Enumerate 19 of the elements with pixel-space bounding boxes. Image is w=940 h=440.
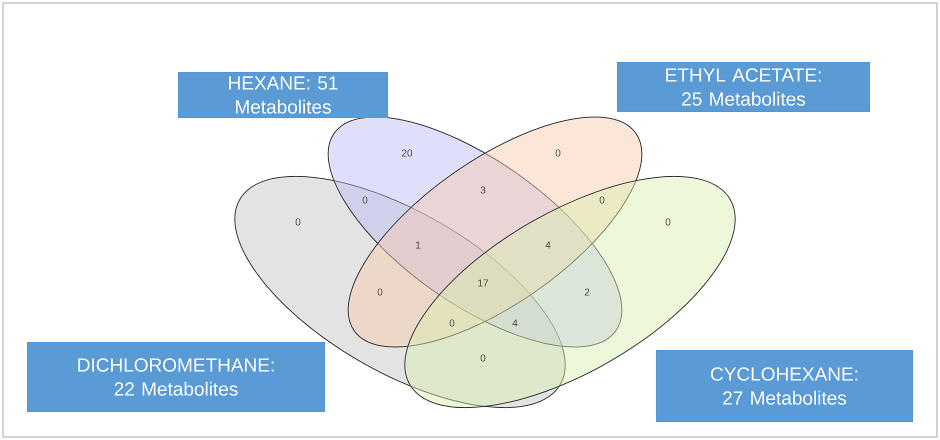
region-count: 4 [545, 242, 550, 248]
region-count: 0 [556, 149, 560, 157]
region-count: 0 [362, 196, 368, 204]
region-count: 3 [480, 186, 486, 194]
label-box: DICHLOROMETHANE: 22 Metabolites [27, 342, 325, 412]
region-count: 0 [480, 354, 486, 362]
region-count: 0 [296, 218, 300, 226]
region-count: 0 [666, 218, 670, 226]
region-count: 0 [378, 288, 382, 296]
label-box: HEXANE: 51 Metabolites [178, 72, 388, 118]
region-count: 0 [450, 319, 454, 327]
region-count: 0 [600, 196, 604, 204]
region-count: 2 [584, 288, 590, 296]
region-count: 20 [402, 149, 412, 157]
region-count: 1 [416, 242, 420, 248]
label-box: CYCLOHEXANE: 27 Metabolites [656, 350, 913, 422]
region-count: 17 [478, 280, 488, 286]
label-box: ETHYL ACETATE: 25 Metabolites [617, 62, 870, 112]
region-count: 4 [512, 320, 518, 326]
